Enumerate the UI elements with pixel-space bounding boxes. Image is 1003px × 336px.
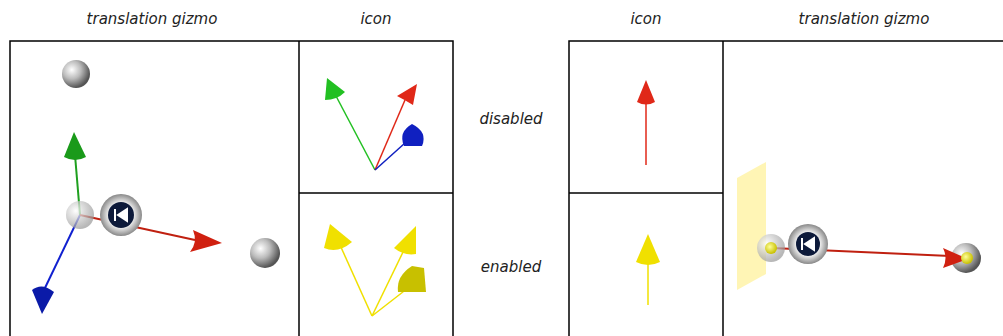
- column-header: icon: [360, 12, 391, 27]
- icon-enabled-xyz: [324, 224, 426, 316]
- row-label: disabled: [479, 112, 542, 127]
- row-label: enabled: [481, 260, 541, 275]
- column-header: translation gizmo: [799, 12, 930, 27]
- icon-enabled-x: [636, 234, 660, 305]
- icon-disabled-xyz: [325, 78, 424, 170]
- icon-disabled-x: [637, 80, 655, 165]
- translation-gizmo-left: [32, 60, 280, 314]
- table-frame: [10, 41, 1003, 336]
- column-header: icon: [630, 12, 661, 27]
- translation-gizmo-right: [737, 162, 981, 290]
- column-header: translation gizmo: [87, 12, 218, 27]
